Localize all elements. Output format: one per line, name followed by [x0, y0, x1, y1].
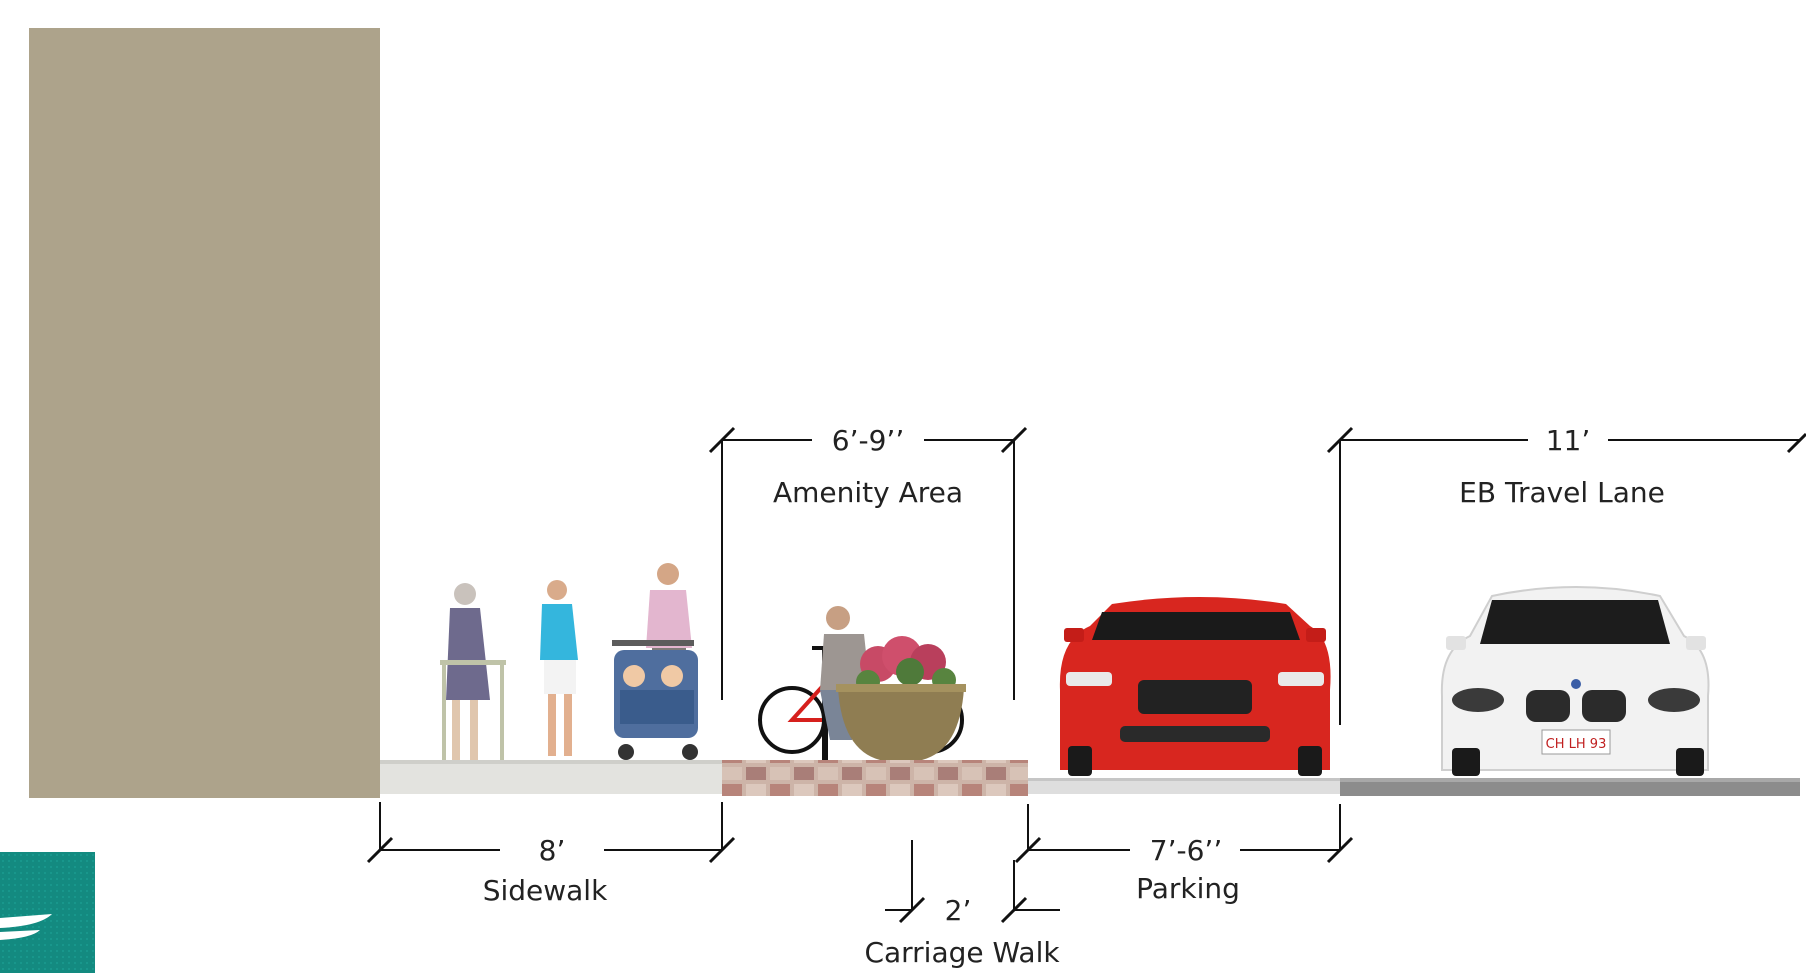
license-plate-text: CH LH 93	[1546, 737, 1607, 752]
logo-icon	[0, 852, 95, 973]
travel-lane-label: EB Travel Lane	[1459, 476, 1665, 509]
parking-strip	[1028, 778, 1340, 794]
amenity-label: Amenity Area	[773, 476, 963, 509]
sidewalk-dimension: 8’	[539, 834, 566, 867]
carriage-walk-label: Carriage Walk	[864, 936, 1060, 969]
travel-lane-dimension: 11’	[1546, 424, 1591, 457]
parking-label: Parking	[1136, 872, 1240, 905]
carriage-walk-dimension: 2’	[945, 894, 972, 927]
amenity-dimension: 6’-9’’	[832, 424, 904, 457]
planter-icon	[836, 636, 966, 760]
travel-lane-surface	[1340, 778, 1800, 796]
pedestrians-icon	[440, 563, 698, 760]
sidewalk-label: Sidewalk	[483, 874, 608, 907]
building-facade	[29, 28, 380, 798]
paver-area	[722, 760, 1028, 796]
parking-dimension: 7’-6’’	[1150, 834, 1222, 867]
red-car-icon	[1059, 597, 1331, 776]
white-car-icon: CH LH 93	[1440, 586, 1710, 776]
sidewalk-slab	[380, 760, 722, 794]
